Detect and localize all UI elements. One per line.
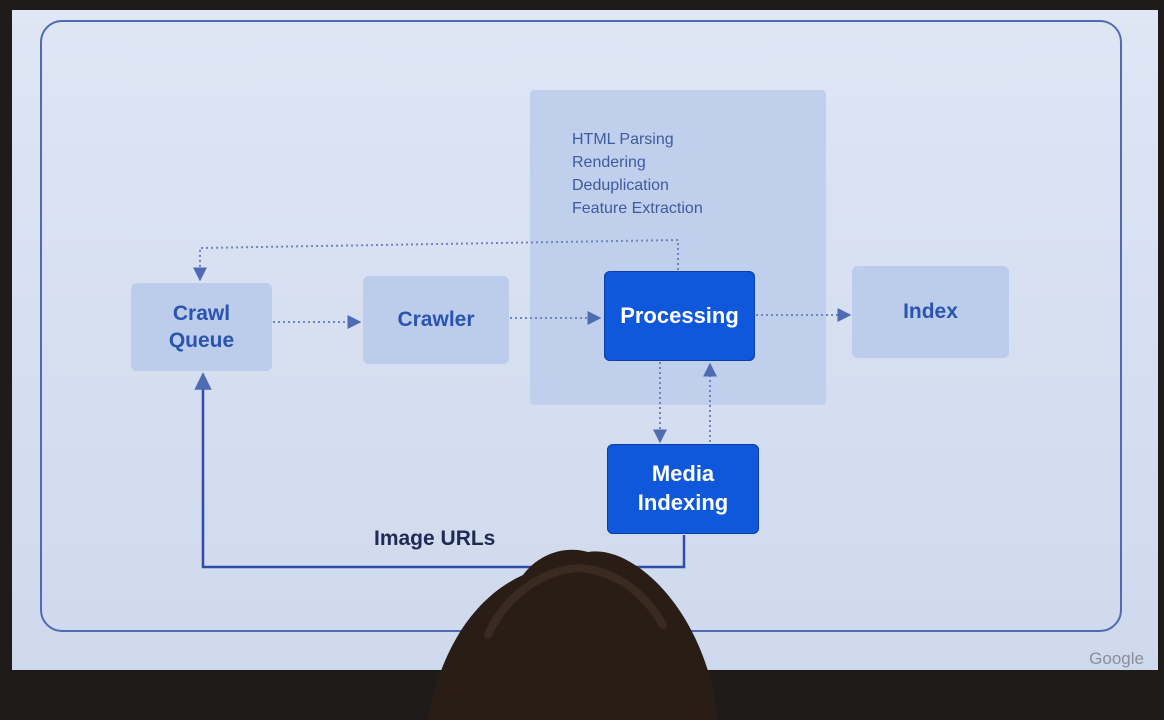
processing-steps-list: HTML Parsing Rendering Deduplication Fea… xyxy=(572,128,703,220)
diagram-edges xyxy=(193,238,852,569)
node-index: Index xyxy=(852,266,1009,358)
node-media-indexing: Media Indexing xyxy=(607,444,759,534)
edge-label-image-urls: Image URLs xyxy=(374,527,496,550)
node-index-label: Index xyxy=(903,300,958,324)
node-crawler: Crawler xyxy=(363,276,509,364)
edge-media-to-queue xyxy=(194,372,686,569)
processing-step: HTML Parsing xyxy=(572,131,674,148)
node-crawl-queue: Crawl Queue xyxy=(131,283,272,371)
node-processing: Processing xyxy=(604,271,755,361)
audience-head-silhouette xyxy=(428,549,718,720)
processing-step: Deduplication xyxy=(572,177,669,194)
edge-processing-to-queue xyxy=(193,238,679,282)
processing-step: Rendering xyxy=(572,154,646,171)
brand-logo: Google xyxy=(1089,649,1144,668)
node-media-indexing-label: Media Indexing xyxy=(637,461,729,515)
node-crawler-label: Crawler xyxy=(397,308,475,332)
node-crawl-queue-label: Crawl Queue xyxy=(168,301,235,352)
node-processing-label: Processing xyxy=(620,302,739,328)
processing-step: Feature Extraction xyxy=(572,200,703,217)
